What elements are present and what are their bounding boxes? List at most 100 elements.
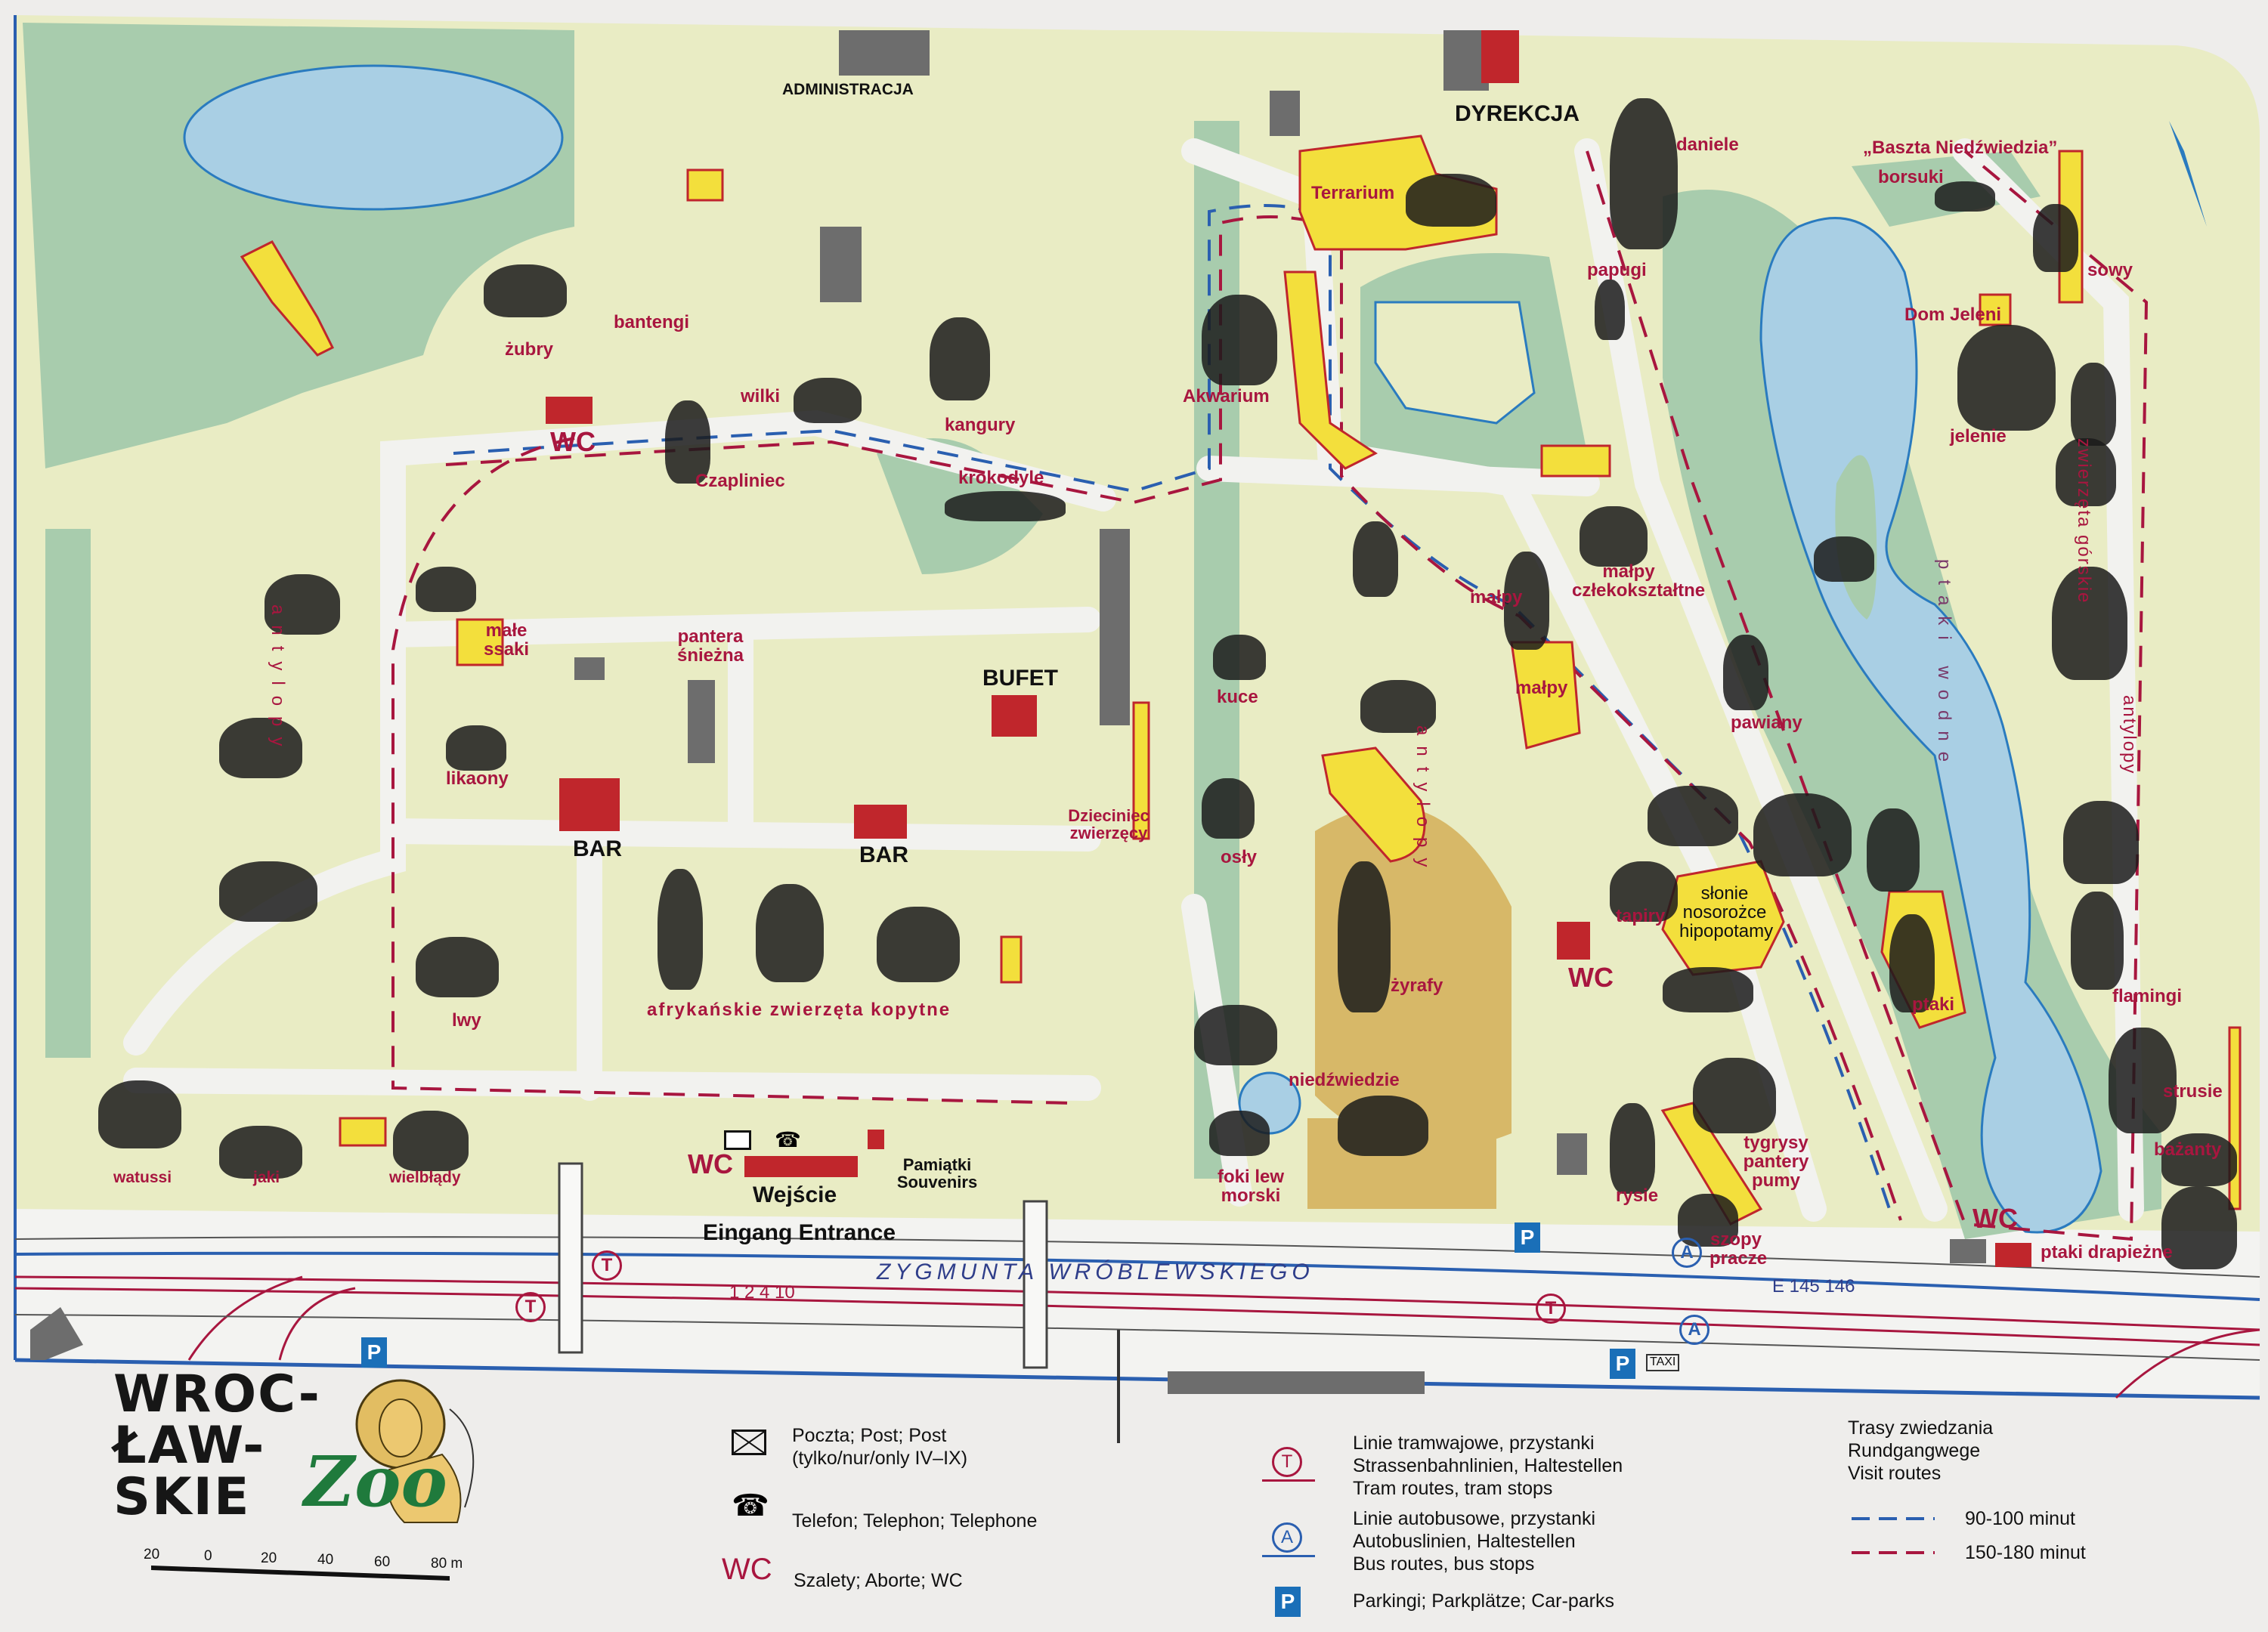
legend-post-icon [732, 1430, 766, 1455]
parking-icon: P [361, 1337, 387, 1368]
label-osly: osły [1221, 847, 1258, 867]
gnu-icon [219, 861, 317, 922]
zebra-icon [1360, 680, 1436, 733]
label-czapliniec: Czapliniec [695, 471, 785, 491]
label-antylopy-central: antylopy [1412, 725, 1434, 878]
book-fold [1117, 1330, 1120, 1443]
scale-tick: 60 [374, 1554, 391, 1570]
label-strusie: strusie [2163, 1081, 2223, 1102]
vulture-icon [2161, 1186, 2237, 1269]
label-wielblady: wielbłądy [389, 1169, 461, 1186]
label-antylopy-west: antylopy [268, 604, 289, 757]
owl-icon [2033, 204, 2078, 272]
taxi-stand: TAXI [1646, 1354, 1680, 1371]
llama-icon [2071, 363, 2116, 446]
label-akwarium: Akwarium [1183, 386, 1270, 406]
legend-route-short: 90-100 minut [1965, 1508, 2075, 1529]
wc-buildings [546, 30, 2031, 1267]
bison-icon [484, 264, 567, 317]
legend-routes-en: Visit routes [1848, 1463, 1942, 1484]
label-sowy: sowy [2087, 260, 2133, 280]
bear-icon [1338, 1096, 1428, 1156]
street-name: ZYGMUNTA WRÓBLEWSKIEGO [877, 1260, 1314, 1284]
legend-tram-line-pl: Linie tramwajowe, przystanki [1353, 1433, 1595, 1454]
donkey-icon [1202, 778, 1255, 839]
pony-icon [1213, 635, 1266, 680]
wild-dog-icon [446, 725, 506, 771]
wc-label-west: WC [550, 426, 596, 457]
legend-wc-symbol: WC [722, 1553, 772, 1586]
tapir-icon [1610, 861, 1678, 922]
label-baszta: „Baszta Niedźwiedzia” [1863, 138, 2058, 158]
kudu-icon [756, 884, 824, 982]
label-papugi: papugi [1587, 260, 1647, 280]
tiger-icon [1693, 1058, 1776, 1133]
legend-wc: Szalety; Aborte; WC [794, 1570, 963, 1591]
badger-icon [1935, 181, 1995, 212]
label-zubry: żubry [505, 339, 554, 360]
parrot-icon [1595, 280, 1625, 340]
legend-bus-line-en: Bus routes, bus stops [1353, 1553, 1535, 1575]
yak-icon [219, 1126, 302, 1179]
lion-logo-icon [355, 1379, 475, 1523]
bus-line-numbers: E 145 146 [1772, 1276, 1855, 1297]
legend-telephone-icon: ☎ [732, 1489, 769, 1522]
legend-post-line: Poczta; Post; Post [792, 1425, 947, 1446]
label-pawiany: pawiany [1731, 712, 1802, 733]
emu-icon [2109, 1028, 2177, 1133]
logo-line: SKIE [113, 1467, 251, 1527]
parking-icon: P [1610, 1349, 1635, 1379]
legend-routes-de: Rundgangwege [1848, 1440, 1981, 1461]
wc-label-central: WC [1568, 962, 1614, 993]
ibex-icon [2052, 567, 2127, 680]
antelope-icon [265, 574, 340, 635]
label-zyrafy: żyrafy [1391, 975, 1443, 996]
label-tapiry: tapiry [1616, 906, 1666, 926]
label-dzieciniec: Dzieciniec zwierzęcy [1068, 806, 1149, 843]
legend-bus-line [1262, 1555, 1315, 1557]
elephant-icon [1753, 793, 1852, 876]
heron-icon [665, 400, 710, 484]
zebra-icon [219, 718, 302, 778]
camel-icon [393, 1111, 469, 1171]
legend-tram-line-de: Strassenbahnlinien, Haltestellen [1353, 1455, 1623, 1476]
fish-icon [1202, 295, 1277, 385]
label-jaki: jaki [253, 1169, 280, 1186]
legend-tram-line [1262, 1479, 1315, 1482]
eagle-icon [1867, 808, 1920, 892]
label-tygrysy: tygrysy pantery pumy [1743, 1133, 1809, 1192]
ram-icon [2056, 438, 2116, 506]
legend-routes: Trasy zwiedzania Rundgangwege Visit rout… [1848, 1417, 1993, 1485]
label-ptaki-wodne: ptaki wodne [1934, 559, 1955, 773]
wolf-icon [794, 378, 862, 423]
legend-bus-icon: A [1272, 1522, 1302, 1553]
legend-post-line: (tylko/nur/only IV–IX) [792, 1448, 968, 1469]
kangaroo-icon [930, 317, 990, 400]
legend-bus: Linie autobusowe, przystanki Autobuslini… [1353, 1507, 1595, 1575]
label-krokodyle: krokodyle [958, 468, 1044, 488]
scale-tick: 80 m [431, 1556, 463, 1572]
giraffe-icon [658, 869, 703, 990]
label-foki: foki lew morski [1217, 1167, 1285, 1207]
north-arrow-icon [2169, 121, 2207, 227]
label-daniele: daniele [1676, 134, 1739, 155]
antelope-icon [2063, 801, 2139, 884]
toucan-icon [1889, 914, 1935, 1012]
bear-icon [1194, 1005, 1277, 1065]
deer-icon [1610, 98, 1678, 249]
legend-route-long: 150-180 minut [1965, 1542, 2086, 1563]
label-administracja: ADMINISTRACJA [782, 81, 914, 98]
lynx-icon [1610, 1103, 1655, 1194]
label-pantera-sniezna: pantera śnieżna [676, 626, 744, 666]
scale-tick: 40 [317, 1552, 334, 1568]
label-dyrekcja: DYREKCJA [1455, 101, 1580, 126]
orangutan-icon [1580, 506, 1648, 567]
wc-label-entrance: WC [688, 1148, 733, 1179]
bus-stop-icon: A [1679, 1315, 1710, 1345]
label-bufet: BUFET [982, 666, 1058, 691]
logo-title: WROC- ŁAW- SKIE [113, 1369, 321, 1523]
label-likaony: likaony [446, 768, 509, 789]
label-watussi: watussi [113, 1169, 172, 1186]
label-afrykanskie: afrykańskie zwierzęta kopytne [647, 1000, 951, 1020]
